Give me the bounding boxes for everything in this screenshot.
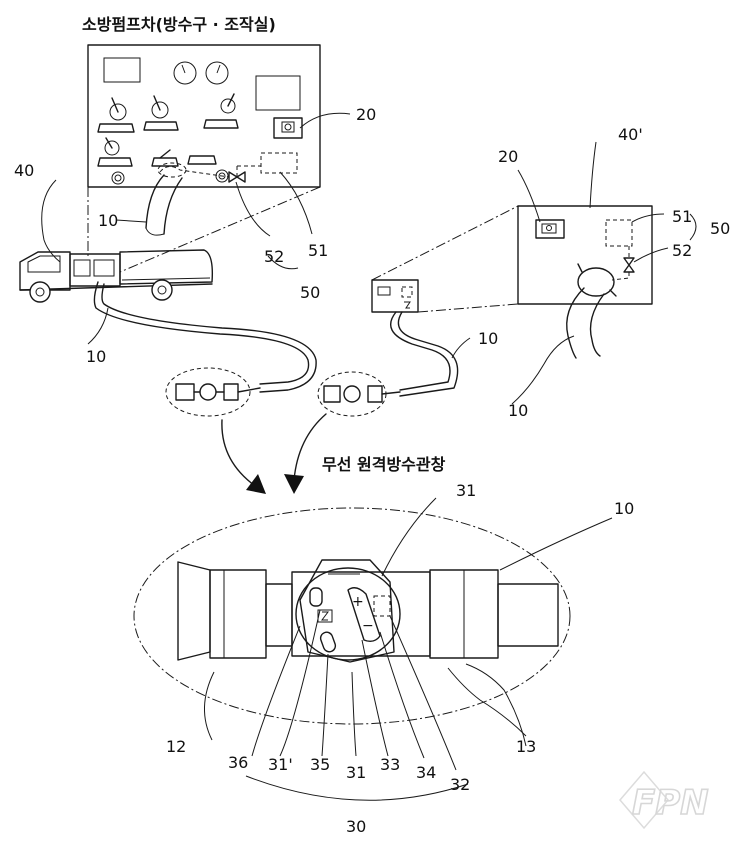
leader-lines [41, 112, 697, 801]
truck-wheel-rear [151, 279, 173, 301]
label-36: 36 [228, 753, 248, 772]
panel-display-left [103, 57, 141, 83]
label-40-prime: 40' [618, 125, 643, 144]
svg-text:+: + [352, 594, 364, 610]
hose-truck-to-valve [93, 281, 317, 393]
valve-lever [203, 93, 239, 129]
label-52-right: 52 [672, 241, 692, 260]
nozzle-title: 무선 원격방수관창 [322, 455, 446, 474]
label-35: 35 [310, 755, 330, 774]
wireless-nozzle: + − [177, 559, 559, 663]
coupling-right [317, 371, 401, 417]
fire-truck [19, 186, 321, 303]
controller-51-top [260, 152, 298, 174]
curved-arrow-left [221, 419, 266, 494]
label-34: 34 [416, 763, 436, 782]
wireless-receiver-top [273, 117, 303, 139]
reference-labels: 40 20 10 52 51 50 10 10 10 20 40' 51 50 … [14, 105, 730, 836]
hose-top [145, 174, 183, 236]
label-33: 33 [380, 755, 400, 774]
truck-wheel-front [29, 281, 51, 303]
label-10-bottom: 10 [614, 499, 634, 518]
label-31-top: 31 [456, 481, 476, 500]
valve-lever [151, 149, 179, 167]
label-10-right: 10 [508, 401, 528, 420]
label-32: 32 [450, 775, 470, 794]
pressure-gauge-right [205, 61, 229, 85]
label-13: 13 [516, 737, 536, 756]
label-50-right: 50 [710, 219, 730, 238]
label-51-right: 51 [672, 207, 692, 226]
label-10-left: 10 [86, 347, 106, 366]
label-20-top: 20 [356, 105, 376, 124]
label-20-right: 20 [498, 147, 518, 166]
top-title: 소방펌프차(방수구 · 조작실) [82, 15, 276, 34]
coupling-left [165, 367, 261, 417]
label-31: 31 [346, 763, 366, 782]
label-10-top: 10 [98, 211, 118, 230]
valve-lever [97, 97, 135, 133]
valve-lever [143, 95, 179, 131]
label-12: 12 [166, 737, 186, 756]
pump-control-panel [87, 44, 321, 188]
svg-text:FPN: FPN [632, 783, 709, 823]
panel-display-right [255, 75, 301, 111]
controller-51-right [605, 219, 633, 247]
label-31-prime: 31' [268, 755, 293, 774]
hose-box-to-valve [390, 311, 459, 397]
wireless-receiver-right [535, 219, 565, 239]
label-30: 30 [346, 817, 366, 836]
label-10-middle: 10 [478, 329, 498, 348]
enlargement-ellipse [133, 507, 571, 725]
remote-panel [371, 205, 653, 313]
solenoid-valve-right [623, 257, 635, 273]
label-50-left: 50 [300, 283, 320, 302]
svg-text:−: − [362, 618, 374, 634]
solenoid-valve-top [228, 171, 246, 183]
label-40: 40 [14, 161, 34, 180]
label-51-left: 51 [308, 241, 328, 260]
valve-lever [187, 155, 229, 183]
valve-lever [97, 137, 133, 185]
curved-arrow-right [284, 413, 327, 494]
watermark-logo: FPN [619, 770, 709, 830]
pressure-gauge-left [173, 61, 197, 85]
hose-right [566, 287, 605, 359]
label-52-left: 52 [264, 247, 284, 266]
